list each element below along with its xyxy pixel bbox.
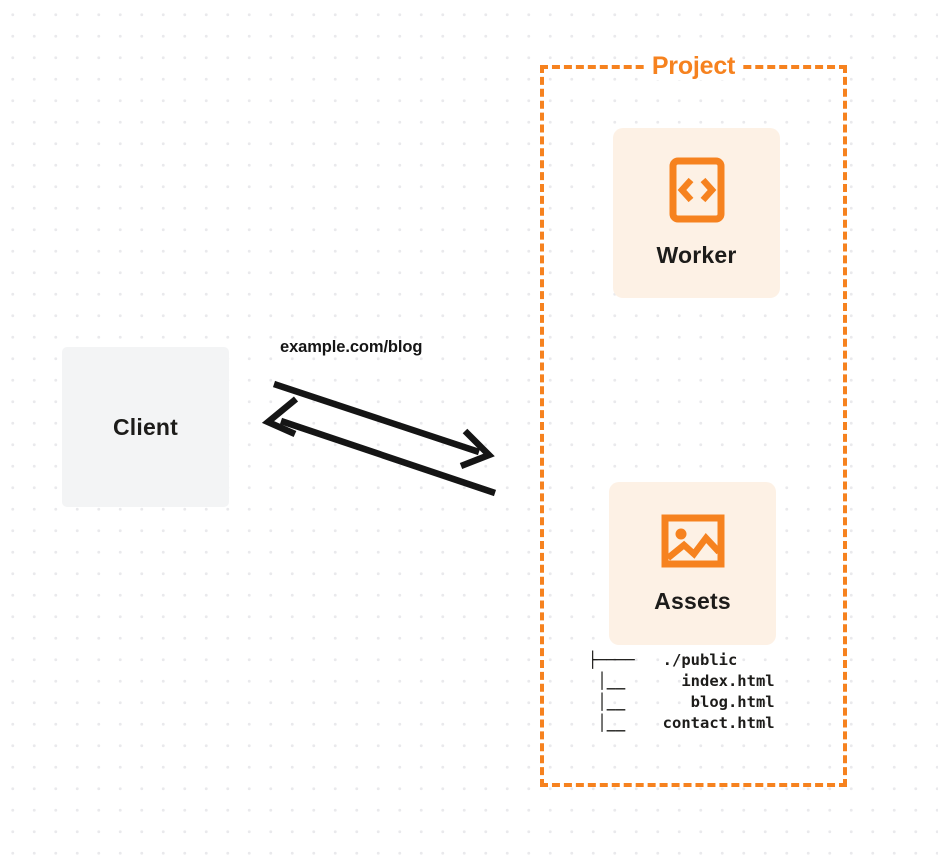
project-title: Project: [540, 52, 847, 81]
file-tree-line: │__ blog.html: [588, 693, 775, 711]
edge-label-url: example.com/blog: [280, 338, 423, 356]
file-tree-line: │__ contact.html: [588, 714, 775, 732]
worker-label: Worker: [656, 242, 737, 268]
file-tree-line: ├──── ./public: [588, 651, 738, 669]
project-title-text: Project: [645, 52, 742, 80]
assets-label: Assets: [654, 587, 731, 614]
client-node[interactable]: Client: [62, 347, 229, 507]
code-brackets-icon: [669, 157, 725, 228]
request-arrow: [272, 380, 495, 470]
assets-node[interactable]: Assets: [609, 482, 776, 645]
image-icon: [661, 513, 725, 574]
worker-node[interactable]: Worker: [613, 128, 780, 298]
file-tree-line: │__ index.html: [588, 672, 775, 690]
response-arrow: [261, 396, 497, 497]
assets-file-tree: ├──── ./public │__ index.html │__ blog.h…: [588, 650, 775, 734]
client-label: Client: [112, 413, 179, 440]
